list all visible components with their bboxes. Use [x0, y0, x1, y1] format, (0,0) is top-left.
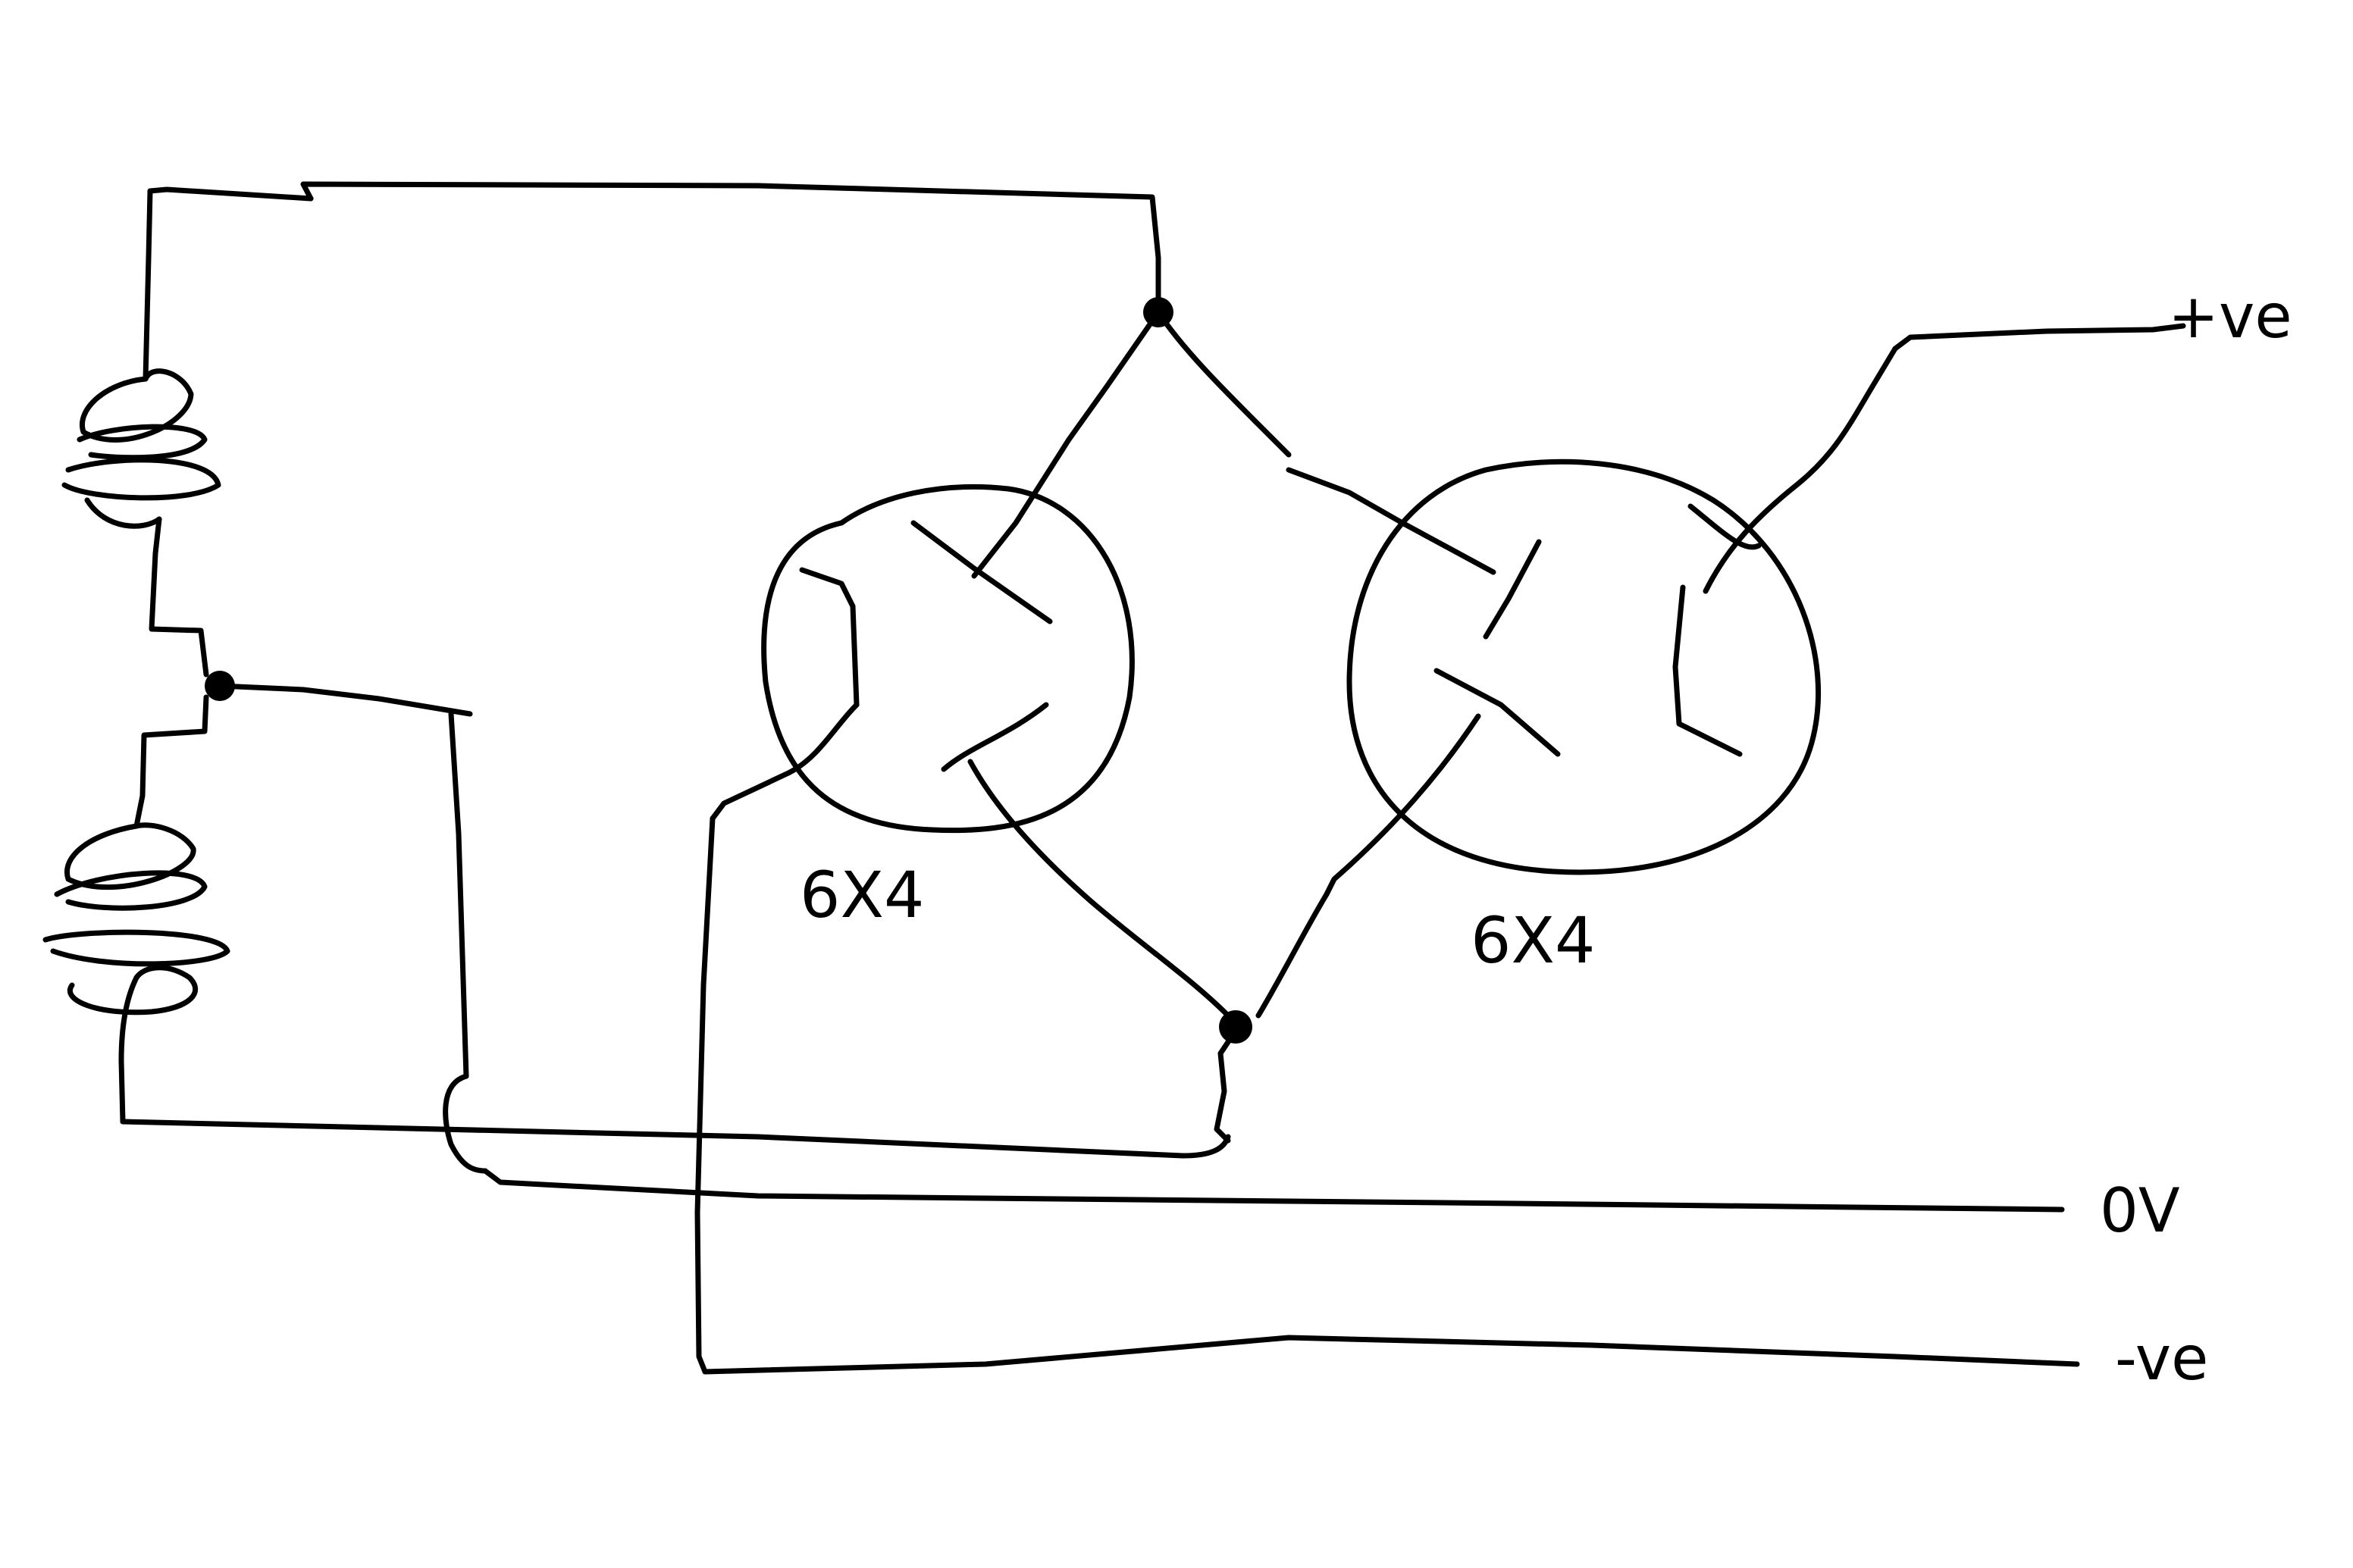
bottom-junction: [1214, 891, 1330, 1144]
tube-left-cathode: [799, 567, 860, 708]
negative-output-label: -ve: [2115, 1323, 2208, 1394]
tube-left-envelope: [761, 484, 1135, 834]
tube-right-cathode: [1672, 584, 1743, 757]
cathode-junction: [1219, 1010, 1252, 1044]
positive-output-label: +ve: [2168, 281, 2292, 352]
tube-right-anode-lower: [1433, 668, 1561, 757]
top-wire: [300, 181, 1161, 314]
tube-left-anode-upper: [910, 520, 1053, 624]
transformer-lower-winding: [42, 694, 1231, 1159]
tube-left-anode-lower: [941, 702, 1049, 772]
tube-right-envelope: [1346, 459, 1822, 875]
negative-output: -ve: [694, 815, 2208, 1394]
zero-volt-label: 0V: [2100, 1175, 2180, 1246]
positive-output: +ve: [1892, 281, 2292, 352]
centre-tap: [205, 671, 2065, 1213]
tube-left-label: 6X4: [800, 858, 924, 932]
transformer-upper-winding: [61, 186, 314, 678]
tube-right-anode-upper: [1483, 539, 1542, 640]
tube-right: [1155, 309, 1898, 897]
tube-left: [710, 309, 1231, 1019]
tube-right-label: 6X4: [1471, 903, 1595, 978]
